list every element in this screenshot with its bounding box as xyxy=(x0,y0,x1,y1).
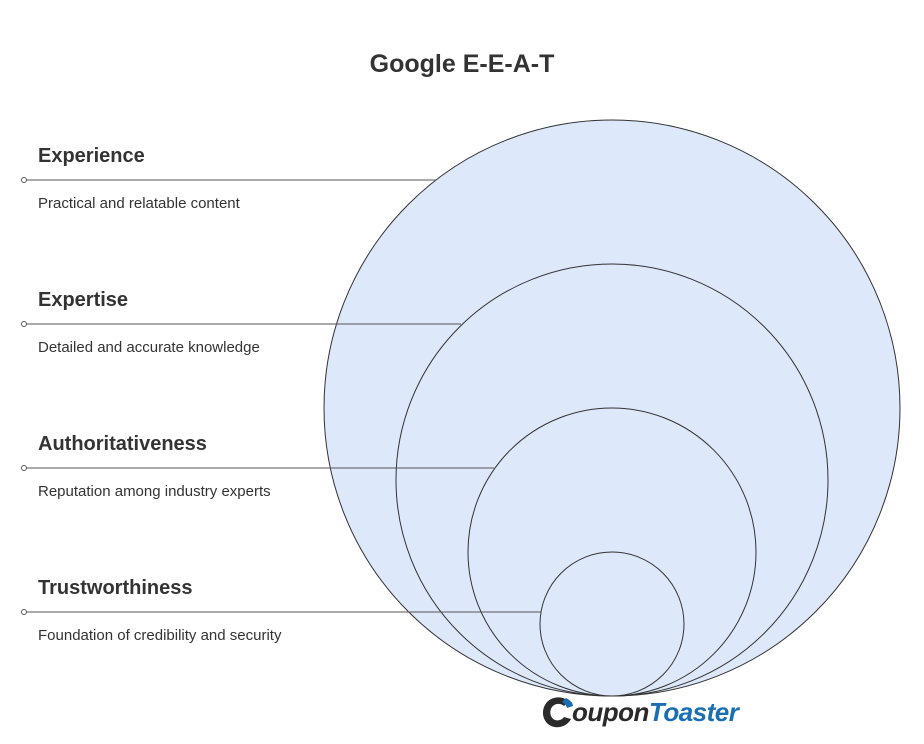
coupontoaster-logo: ouponToaster xyxy=(540,692,739,732)
connector-dot-expertise xyxy=(21,321,27,327)
logo-wordmark: ouponToaster xyxy=(572,697,739,727)
level-label-expertise: Expertise xyxy=(38,289,129,311)
level-description-trustworthiness: Foundation of credibility and security xyxy=(38,627,282,644)
level-label-experience: Experience xyxy=(38,145,145,167)
connector-dot-authoritativeness xyxy=(21,465,27,471)
level-description-expertise: Detailed and accurate knowledge xyxy=(38,339,260,356)
level-label-trustworthiness: Trustworthiness xyxy=(38,577,193,599)
circle-trustworthiness xyxy=(539,551,685,697)
diagram-title: Google E-E-A-T xyxy=(369,50,555,78)
level-description-experience: Practical and relatable content xyxy=(38,195,240,212)
level-description-authoritativeness: Reputation among industry experts xyxy=(38,483,271,500)
level-label-authoritativeness: Authoritativeness xyxy=(38,433,207,455)
c-swoosh-logo-icon xyxy=(542,697,573,728)
connector-dot-trustworthiness xyxy=(21,609,27,615)
connector-dot-experience xyxy=(21,177,27,183)
logo-word-toaster: Toaster xyxy=(648,697,739,727)
logo-word-coupon: oupon xyxy=(572,697,649,727)
